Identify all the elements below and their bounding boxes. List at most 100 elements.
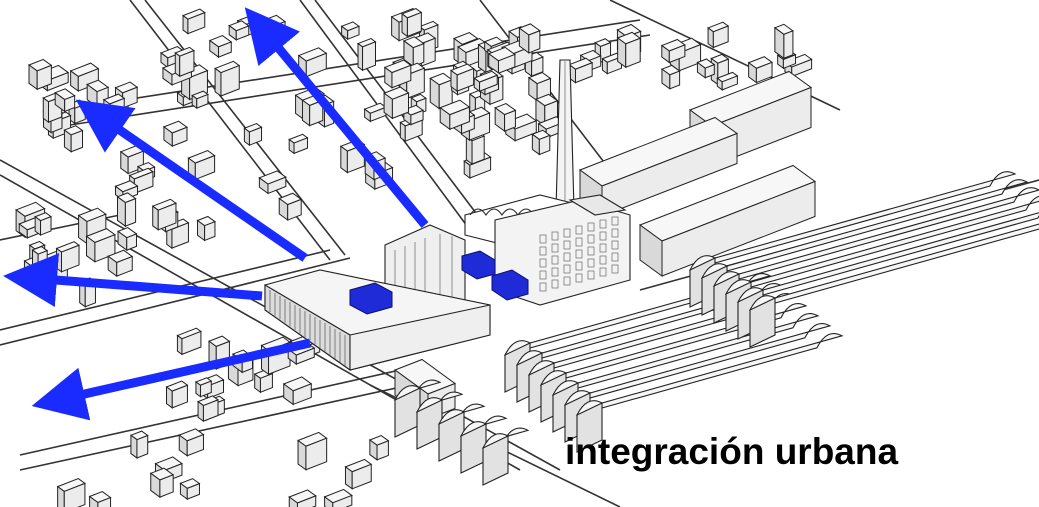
- building-face: [130, 434, 138, 459]
- window: [587, 222, 595, 232]
- building-face: [297, 439, 307, 471]
- building-face: [174, 51, 181, 78]
- window: [611, 228, 619, 238]
- building-face: [166, 385, 173, 409]
- building-face: [479, 74, 498, 92]
- building-face: [295, 347, 315, 365]
- building-face: [157, 202, 177, 231]
- building-face: [376, 440, 389, 461]
- building-face: [528, 30, 541, 54]
- building-face: [351, 463, 372, 490]
- window: [599, 243, 607, 253]
- building-face: [497, 53, 516, 74]
- building-face: [668, 44, 686, 64]
- building-face: [332, 494, 353, 507]
- building-face: [669, 70, 681, 90]
- window: [587, 258, 595, 268]
- factory-complex: [264, 59, 631, 372]
- building-face: [259, 372, 273, 393]
- building-face: [46, 71, 69, 92]
- building-face: [574, 62, 593, 84]
- building-face: [782, 54, 797, 70]
- building-face: [171, 384, 188, 409]
- building-face: [243, 127, 250, 147]
- window: [551, 243, 559, 253]
- building-face: [456, 67, 475, 92]
- building-face: [391, 92, 409, 120]
- building-face: [449, 106, 470, 130]
- window: [575, 237, 583, 247]
- building-face: [97, 496, 112, 507]
- window: [611, 252, 619, 262]
- window: [611, 240, 619, 250]
- building-face: [159, 474, 174, 498]
- building-face: [218, 41, 232, 58]
- building-face: [504, 109, 516, 132]
- shed-gable: [576, 402, 603, 453]
- building-face: [56, 247, 62, 273]
- building-face: [401, 12, 408, 38]
- window: [563, 252, 571, 262]
- building-face: [721, 75, 738, 91]
- building-face: [712, 25, 729, 49]
- building-face: [287, 198, 302, 221]
- window: [575, 225, 583, 235]
- shed-gable: [482, 435, 509, 486]
- shed-gable: [749, 297, 776, 348]
- building-face: [194, 154, 216, 181]
- building-face: [124, 197, 137, 227]
- shed-roof: [563, 323, 832, 406]
- building-face: [220, 64, 240, 97]
- building-face: [410, 109, 424, 126]
- window: [539, 246, 547, 256]
- building-face: [707, 26, 714, 49]
- arrow-southwest: [31, 338, 311, 421]
- building-face: [116, 255, 133, 277]
- window: [575, 249, 583, 259]
- blue-highlight-volumes: [349, 250, 529, 315]
- building-face: [288, 496, 298, 507]
- window: [539, 234, 547, 244]
- arrow-northwest: [75, 99, 308, 262]
- window: [563, 228, 571, 238]
- building-face: [248, 126, 263, 146]
- window: [575, 273, 583, 283]
- warehouse-sheds: [393, 171, 1039, 486]
- window: [599, 255, 607, 265]
- building-face: [36, 64, 52, 90]
- window: [563, 276, 571, 286]
- building-face: [267, 176, 287, 195]
- window: [611, 264, 619, 274]
- building-face: [136, 434, 149, 459]
- window: [551, 231, 559, 241]
- shed-roof: [736, 212, 1039, 303]
- building-face: [182, 14, 189, 35]
- diagram-caption: integración urbana: [565, 431, 899, 472]
- building-face: [324, 495, 334, 507]
- building-face: [171, 126, 188, 147]
- window: [551, 255, 559, 265]
- building-face: [471, 135, 485, 165]
- building-face: [60, 244, 80, 273]
- building-face: [34, 215, 42, 237]
- building-face: [196, 93, 209, 109]
- building-face: [399, 121, 406, 143]
- building-face: [32, 249, 39, 279]
- window: [551, 267, 559, 277]
- building-face: [214, 67, 222, 97]
- window: [575, 261, 583, 271]
- building-face: [199, 380, 212, 398]
- window: [539, 282, 547, 292]
- shed-roof: [539, 303, 808, 386]
- building-face: [406, 11, 422, 38]
- building-face: [116, 195, 126, 228]
- building-face: [369, 106, 387, 123]
- window: [551, 279, 559, 289]
- building-face: [412, 42, 425, 68]
- window: [599, 231, 607, 241]
- building-face: [202, 399, 219, 422]
- building-face: [296, 495, 317, 507]
- building-face: [538, 134, 551, 156]
- shed-roof: [748, 223, 1039, 311]
- building-face: [617, 37, 627, 69]
